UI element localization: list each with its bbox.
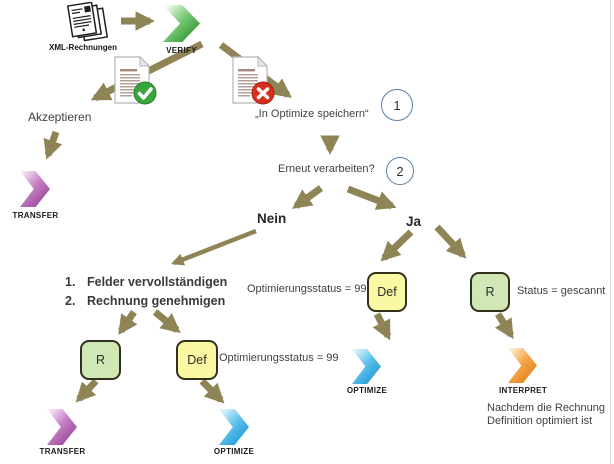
verify-label: VERIFY <box>166 46 197 55</box>
step-badge-2: 2 <box>386 157 414 185</box>
optimize-mid-chevron-icon <box>352 349 381 384</box>
source-label: XML-Rechnungen <box>49 43 117 52</box>
r-box-left: R <box>80 340 121 380</box>
page-edge-divider <box>610 0 611 464</box>
branch-yes-label: Ja <box>406 214 422 229</box>
interpret-note: Nachdem die Rechnung Definition optimier… <box>487 402 605 428</box>
todo-item-number: 2. <box>65 294 76 308</box>
arrow-todo-to-r <box>118 310 138 336</box>
optimize-mid-label: OPTIMIZE <box>346 386 388 395</box>
todo-list: 1. Felder vervollständigen 2. Rechnung g… <box>65 273 227 311</box>
todo-item-text: Felder vervollständigen <box>87 275 228 289</box>
reprocess-label: Erneut verarbeiten? <box>278 163 375 175</box>
verify-chevron-icon <box>163 5 200 42</box>
accept-label: Akzeptieren <box>28 110 92 124</box>
document-check-icon <box>114 56 157 105</box>
note-line: Nachdem die Rechnung <box>487 402 606 414</box>
transfer-bottom-label: TRANSFER <box>39 447 86 456</box>
opt-status-left-label: Optimierungsstatus = 99 <box>219 352 339 364</box>
def-box-left: Def <box>176 340 218 380</box>
arrow-yes-to-r <box>434 224 467 259</box>
note-line: Definition optimiert ist <box>487 415 593 427</box>
arrow-accept-to-transfer <box>43 130 63 160</box>
todo-item: 1. Felder vervollständigen <box>65 273 227 292</box>
step-badge-1: 1 <box>381 89 413 121</box>
arrow-no-to-todo <box>171 228 257 266</box>
optimize-bottom-chevron-icon <box>219 409 249 445</box>
xml-documents-stack-icon <box>66 2 109 42</box>
status-scanned-label: Status = gescannt <box>517 285 606 297</box>
document-error-icon <box>232 56 275 105</box>
arrow-todo-to-def <box>152 309 181 334</box>
arrow-defmid-to-optimize <box>372 312 392 341</box>
save-to-optimize-label: „In Optimize speichern“ <box>255 108 369 120</box>
branch-no-label: Nein <box>257 211 287 226</box>
todo-item: 2. Rechnung genehmigen <box>65 292 227 311</box>
todo-item-number: 1. <box>65 275 76 289</box>
arrow-rright-to-interpret <box>494 312 514 340</box>
def-box-mid: Def <box>367 272 407 312</box>
transfer-bottom-chevron-icon <box>47 409 77 445</box>
arrow-yes-to-def <box>380 229 414 262</box>
transfer-top-label: TRANSFER <box>12 211 59 220</box>
interpret-label: INTERPRET <box>498 386 548 395</box>
arrow-reprocess-to-no <box>292 185 324 209</box>
interpret-chevron-icon <box>508 348 537 383</box>
arrow-r-to-transfer <box>75 378 99 403</box>
transfer-top-chevron-icon <box>20 171 50 207</box>
todo-item-text: Rechnung genehmigen <box>87 294 226 308</box>
optimize-bottom-label: OPTIMIZE <box>213 447 255 456</box>
arrow-def-to-optimize <box>199 378 225 404</box>
opt-status-mid-label: Optimierungsstatus = 99 <box>247 283 367 295</box>
arrow-reprocess-to-yes <box>346 185 397 210</box>
r-box-right: R <box>470 272 510 312</box>
